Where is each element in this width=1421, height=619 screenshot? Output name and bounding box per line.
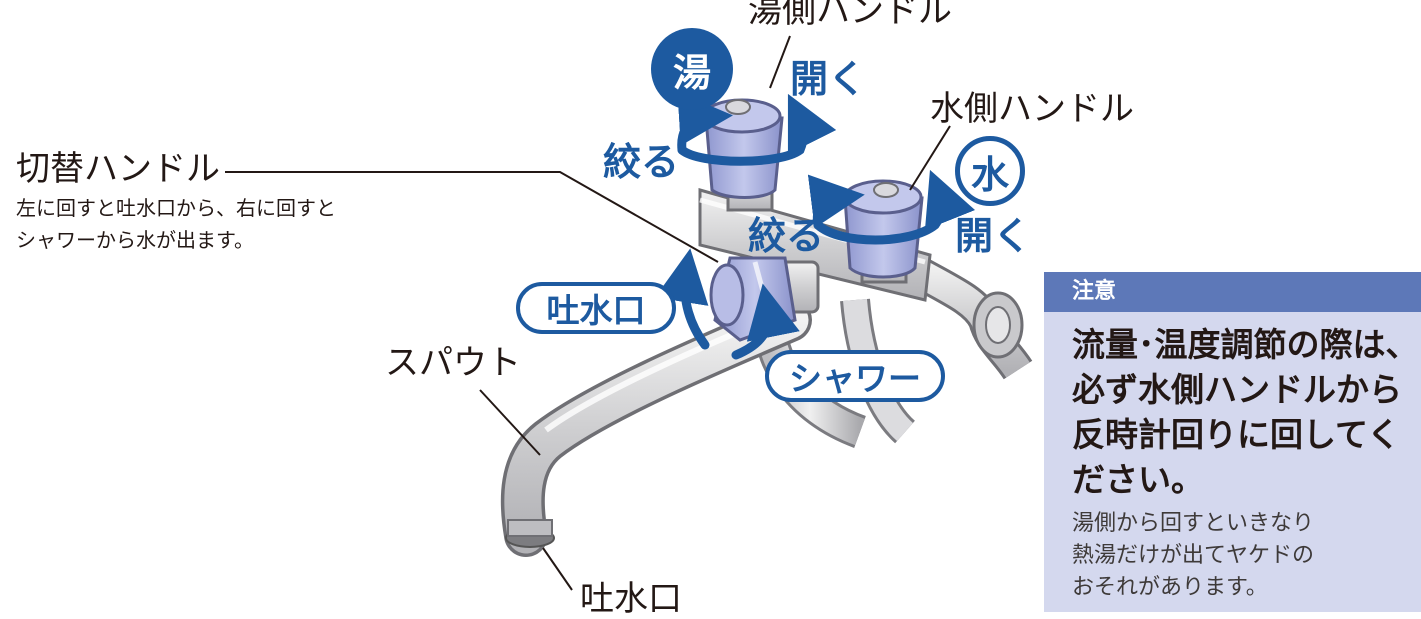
faucet-mode-pill: 吐水口 [516,282,676,334]
hot-close-label: 絞る [603,140,680,184]
spout-pipe [500,298,812,557]
rotation-arrows [655,91,976,360]
switch-note-line2: シャワーから水が出ます。 [16,228,254,252]
caution-title: 注意 [1044,272,1421,312]
caution-sub-line: 熱湯だけが出てヤケドの [1072,543,1315,568]
switch-note-line1: 左に回すと吐水口から、右に回すと [16,196,336,220]
leader-lines [225,35,951,591]
cold-handle-label: 水側ハンドル [930,89,1134,129]
caution-sub-line: 湯側から回すといきなり [1072,511,1315,536]
cold-close-label: 絞る [748,214,825,258]
hot-handle-label: 湯側ハンドル [748,0,952,31]
wall-elbow [896,250,1033,380]
hot-open-label: 開く [790,57,867,101]
caution-main-text: 流量･温度調節の際は、 必ず水側ハンドルから 反時計回りに回してく ださい。 [1072,322,1421,502]
cold-marker: 水 [955,136,1025,206]
caution-main-line: 流量･温度調節の際は、 [1072,325,1419,364]
caution-sub-text: 湯側から回すといきなり 熱湯だけが出てヤケドの おそれがあります。 [1072,508,1421,604]
caution-main-line: 必ず水側ハンドルから [1072,370,1402,409]
switch-handle-label: 切替ハンドル [16,149,220,189]
shower-mode-pill: シャワー [765,350,945,402]
caution-main-line: ださい。 [1072,460,1204,499]
outlet-label: 吐水口 [580,579,682,619]
spout-label: スパウト [385,343,521,383]
caution-box: 注意 流量･温度調節の際は、 必ず水側ハンドルから 反時計回りに回してく ださい… [1044,272,1421,612]
caution-main-line: 反時計回りに回してく [1072,415,1401,454]
cold-open-label: 開く [955,214,1032,258]
hot-marker: 湯 [651,28,733,110]
caution-sub-line: おそれがあります。 [1072,575,1268,600]
